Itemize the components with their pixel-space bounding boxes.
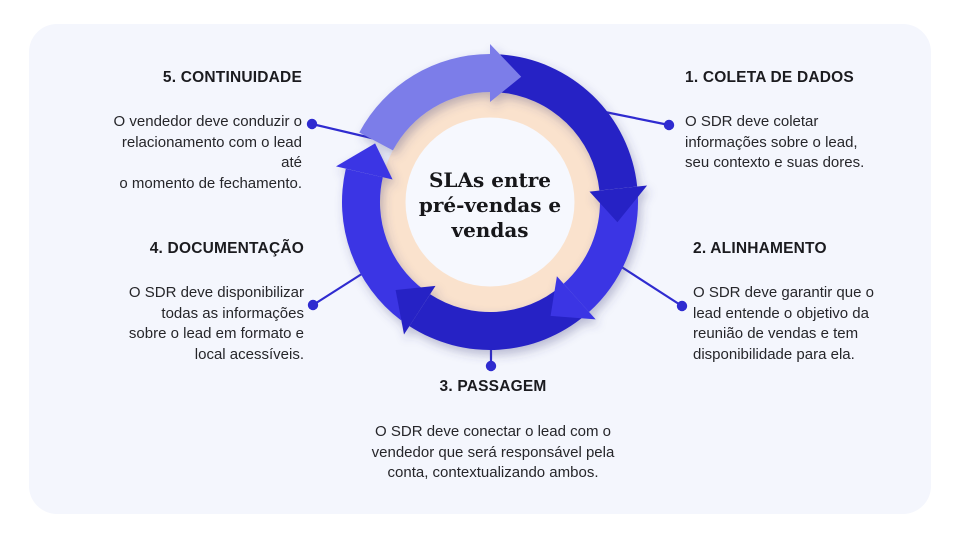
desc-line: todas as informações (161, 304, 304, 322)
cycle-arrow-5-body (341, 168, 424, 321)
desc-line: relacionamento com o lead até (121, 133, 302, 172)
connector-line-2 (619, 265, 683, 307)
step-5-label: 5. CONTINUIDADE (162, 69, 302, 86)
step-3-description: O SDR deve conectar o lead com o vendedo… (328, 422, 658, 484)
cycle-arrow-3-head (550, 276, 596, 320)
connector-dot-3 (485, 360, 497, 372)
desc-line: vendedor que será responsável pela (371, 443, 615, 461)
center-circle (405, 117, 575, 287)
desc-line: O SDR deve garantir que o (693, 284, 874, 301)
step-2-description: O SDR deve garantir que o lead entende o… (693, 283, 913, 366)
desc-line: O vendedor deve conduzir o (113, 113, 302, 130)
cycle-arrow-1-head (490, 44, 522, 102)
desc-line: sobre o lead em formato e (128, 325, 304, 343)
connector-dot-1 (663, 119, 675, 131)
step-1-description: O SDR deve coletar informações sobre o l… (685, 112, 905, 174)
cycle-arrow-4-head (395, 285, 436, 335)
cycle-title-line: vendas (451, 218, 529, 242)
cycle-arrow-1-body (359, 54, 490, 151)
cycle-arrow-5-head (336, 143, 393, 180)
connector-dot-4 (307, 299, 319, 311)
cycle-arrow-3-body (563, 196, 638, 312)
cycle-title-line: pré-vendas e (418, 193, 562, 217)
desc-line: o momento de fechamento. (119, 175, 302, 193)
step-5-description: O vendedor deve conduzir o relacionament… (102, 112, 302, 195)
connector-line-1 (599, 109, 670, 127)
cycle-arrow-2-head (589, 185, 648, 223)
step-1-label: 1. COLETA DE DADOS (685, 69, 854, 86)
desc-line: informações sobre o lead, (685, 133, 858, 151)
desc-line: seu contexto e suas dores. (685, 154, 865, 172)
desc-line: O SDR deve conectar o lead com o (375, 423, 611, 440)
desc-line: disponibilidade para ela. (693, 346, 855, 364)
step-2-label: 2. ALINHAMENTO (693, 240, 827, 257)
desc-line: conta, contextualizando ambos. (387, 464, 599, 482)
step-3-label: 3. PASSAGEM (439, 378, 547, 395)
cycle-arrow-2-body (497, 54, 638, 191)
step-4-label: 4. DOCUMENTAÇÃO (149, 240, 304, 257)
connector-dot-2 (676, 300, 688, 312)
cycle-title: SLAs entre pré-vendas e vendas (360, 168, 620, 243)
connector-dot-5 (306, 118, 318, 130)
step-4-description: O SDR deve disponibilizar todas as infor… (104, 283, 304, 366)
desc-line: O SDR deve disponibilizar (128, 284, 304, 301)
peach-ring (380, 92, 600, 312)
cycle-arrows (336, 44, 648, 350)
desc-line: O SDR deve coletar (685, 113, 819, 130)
cycle-title-line: SLAs entre (428, 168, 551, 192)
cycle-arrow-4-body (409, 286, 586, 350)
desc-line: lead entende o objetivo da (693, 304, 869, 322)
connector-line-4 (312, 269, 369, 306)
desc-line: local acessíveis. (194, 346, 304, 364)
desc-line: reunião de vendas e tem (693, 325, 859, 343)
